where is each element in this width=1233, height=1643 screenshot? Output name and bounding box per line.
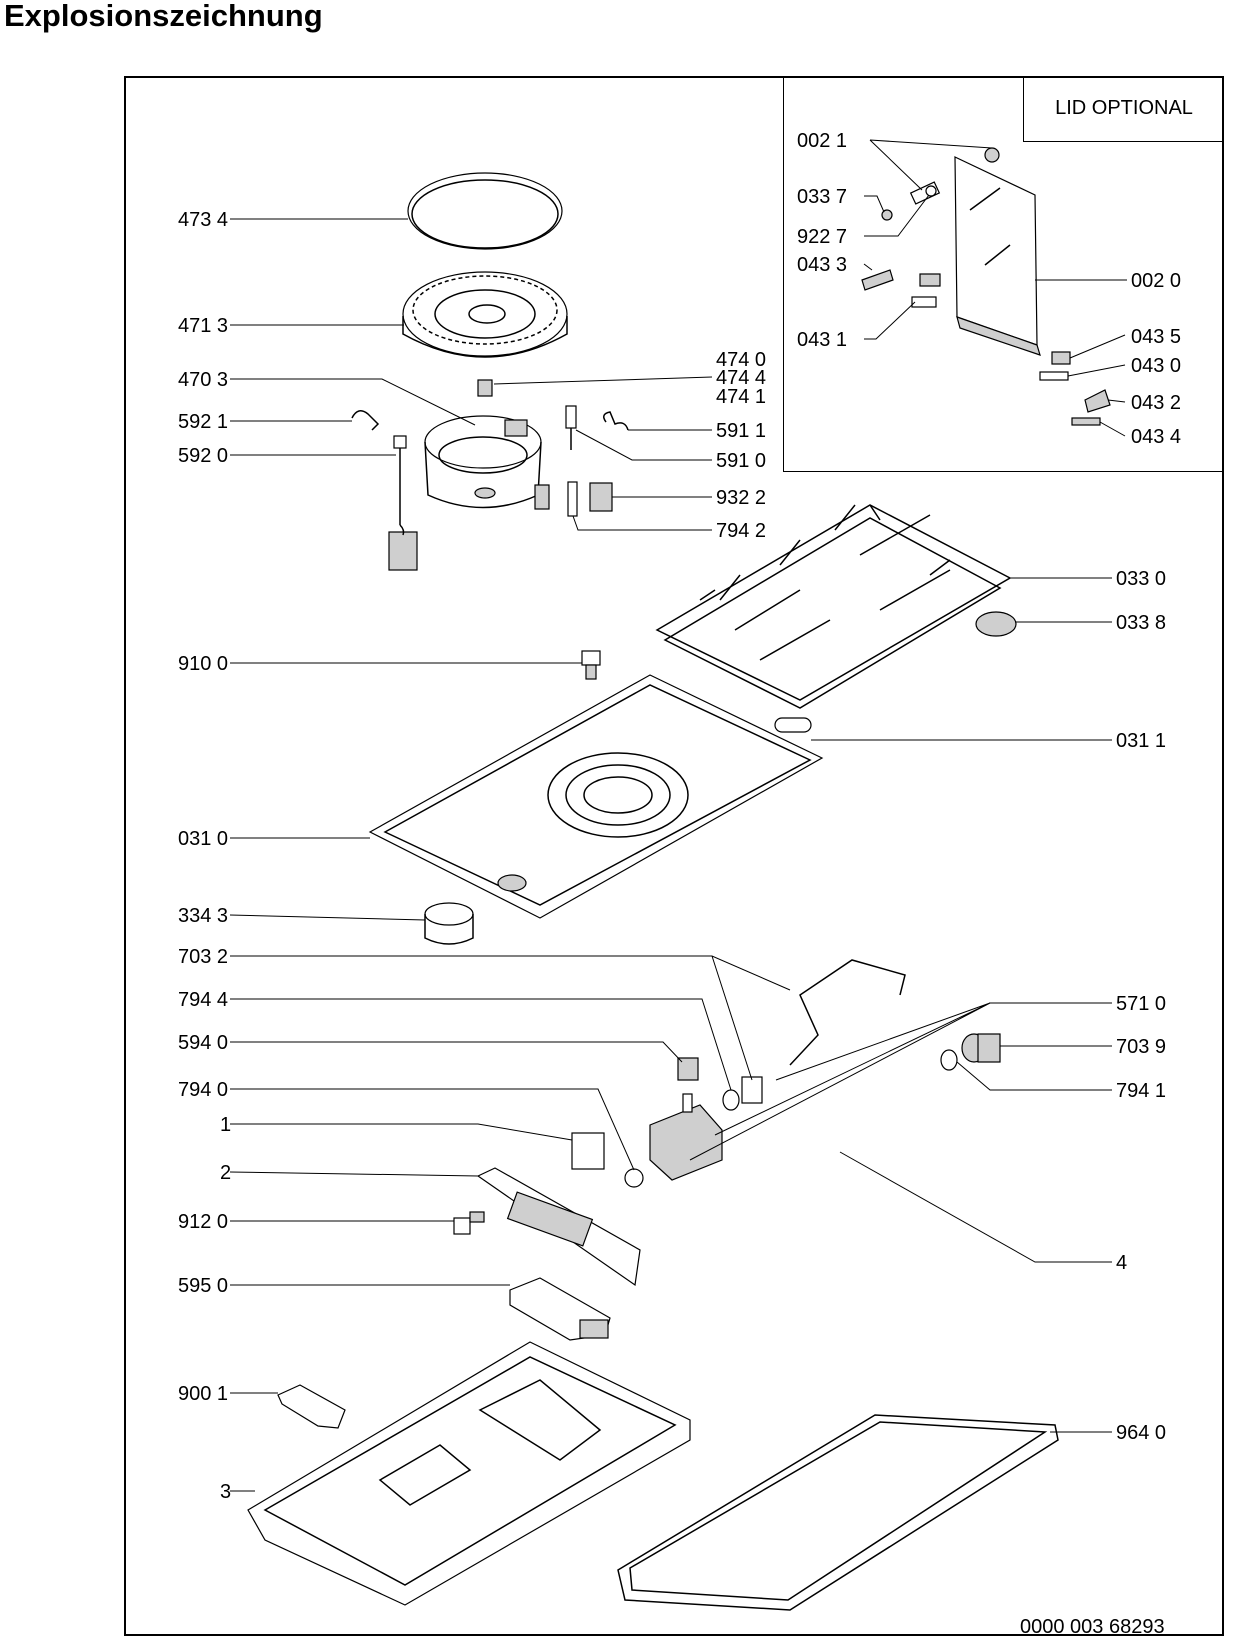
part-pan-support xyxy=(655,504,1012,709)
label-043-1: 043 1 xyxy=(797,329,847,351)
part-clip xyxy=(351,410,380,431)
label-794-0: 794 0 xyxy=(178,1079,228,1101)
part-hinge-bar-right xyxy=(1039,371,1069,381)
part-lid-washer xyxy=(925,185,937,197)
label-3: 3 xyxy=(220,1481,231,1503)
part-hinge-spring-left xyxy=(919,273,941,287)
label-595-0: 595 0 xyxy=(178,1275,228,1297)
part-lid-knob xyxy=(984,147,1000,163)
part-top-plate xyxy=(368,674,824,919)
label-910-0: 910 0 xyxy=(178,653,228,675)
label-4: 4 xyxy=(1116,1252,1127,1274)
label-964-0: 964 0 xyxy=(1116,1422,1166,1444)
part-hinge-spring-right xyxy=(1051,351,1071,365)
part-burner-crown xyxy=(402,271,568,358)
label-900-1: 900 1 xyxy=(178,1383,228,1405)
part-hinge-pin-left xyxy=(911,296,937,308)
label-473-4: 473 4 xyxy=(178,209,228,231)
label-031-1: 031 1 xyxy=(1116,730,1166,752)
label-043-5: 043 5 xyxy=(1131,326,1181,348)
part-pipe-bracket xyxy=(741,1076,763,1104)
part-seal-frame xyxy=(617,1414,1059,1611)
label-594-0: 594 0 xyxy=(178,1032,228,1054)
part-lid-glass xyxy=(954,156,1041,356)
label-2: 2 xyxy=(220,1162,231,1184)
part-injector xyxy=(477,379,493,397)
part-seal xyxy=(774,717,812,733)
label-571-0: 571 0 xyxy=(1116,993,1166,1015)
label-474-0: 474 0 xyxy=(716,349,766,371)
label-470-3: 470 3 xyxy=(178,369,228,391)
label-591-0: 591 0 xyxy=(716,450,766,472)
part-hinge-right xyxy=(1084,389,1111,413)
label-591-1: 591 1 xyxy=(716,420,766,442)
part-burner-cap xyxy=(407,172,563,250)
part-sleeve xyxy=(567,481,578,517)
label-471-3: 471 3 xyxy=(178,315,228,337)
label-334-3: 334 3 xyxy=(178,905,228,927)
label-922-7: 922 7 xyxy=(797,226,847,248)
lid-optional-label: LID OPTIONAL xyxy=(1023,76,1224,142)
part-spring-clip xyxy=(603,411,629,431)
part-elbow-connector xyxy=(961,1033,1001,1063)
label-031-0: 031 0 xyxy=(178,828,228,850)
label-474-1: 474 1 xyxy=(716,386,766,408)
part-holder xyxy=(589,482,613,512)
part-washer-7941 xyxy=(940,1049,958,1071)
part-thermocouple xyxy=(388,435,418,571)
label-912-0: 912 0 xyxy=(178,1211,228,1233)
label-043-2: 043 2 xyxy=(1131,392,1181,414)
label-1: 1 xyxy=(220,1114,231,1136)
page-title: Explosionszeichnung xyxy=(4,0,323,33)
label-002-0: 002 0 xyxy=(1131,270,1181,292)
label-033-0: 033 0 xyxy=(1116,568,1166,590)
label-043-0: 043 0 xyxy=(1131,355,1181,377)
label-592-0: 592 0 xyxy=(178,445,228,467)
part-electrode xyxy=(565,405,577,450)
part-gas-valve xyxy=(649,1093,723,1181)
label-794-4: 794 4 xyxy=(178,989,228,1011)
part-hinge-left xyxy=(861,269,894,291)
label-932-2: 932 2 xyxy=(716,487,766,509)
part-burner-body xyxy=(424,415,550,510)
label-043-3: 043 3 xyxy=(797,254,847,276)
label-592-1: 592 1 xyxy=(178,411,228,433)
label-794-2: 794 2 xyxy=(716,520,766,542)
part-bottom-tray xyxy=(247,1341,691,1606)
lid-optional-inset xyxy=(783,76,1224,472)
part-clamp xyxy=(677,1057,699,1081)
label-033-8: 033 8 xyxy=(1116,612,1166,634)
part-ignition-unit xyxy=(509,1277,611,1341)
part-lid-screw xyxy=(881,209,893,221)
part-hinge-plate-right xyxy=(1071,417,1101,426)
part-bracket-1 xyxy=(571,1132,605,1170)
drawing-frame xyxy=(124,76,1224,1636)
part-control-knob xyxy=(424,902,474,945)
part-washer-7940 xyxy=(624,1168,644,1188)
part-washer-7944 xyxy=(722,1089,740,1111)
part-screw-910 xyxy=(581,650,601,680)
leader-lines xyxy=(229,139,1127,1492)
label-703-2: 703 2 xyxy=(178,946,228,968)
label-703-9: 703 9 xyxy=(1116,1036,1166,1058)
part-screw-912 xyxy=(453,1211,485,1235)
part-rubber-foot xyxy=(975,611,1017,637)
label-033-7: 033 7 xyxy=(797,186,847,208)
document-number: 0000 003 68293 xyxy=(1020,1616,1165,1638)
part-bracket-9001 xyxy=(277,1384,346,1429)
label-043-4: 043 4 xyxy=(1131,426,1181,448)
part-gas-pipe-upper xyxy=(789,959,906,1066)
label-474-4: 474 4 xyxy=(716,367,766,389)
label-794-1: 794 1 xyxy=(1116,1080,1166,1102)
label-002-1: 002 1 xyxy=(797,130,847,152)
